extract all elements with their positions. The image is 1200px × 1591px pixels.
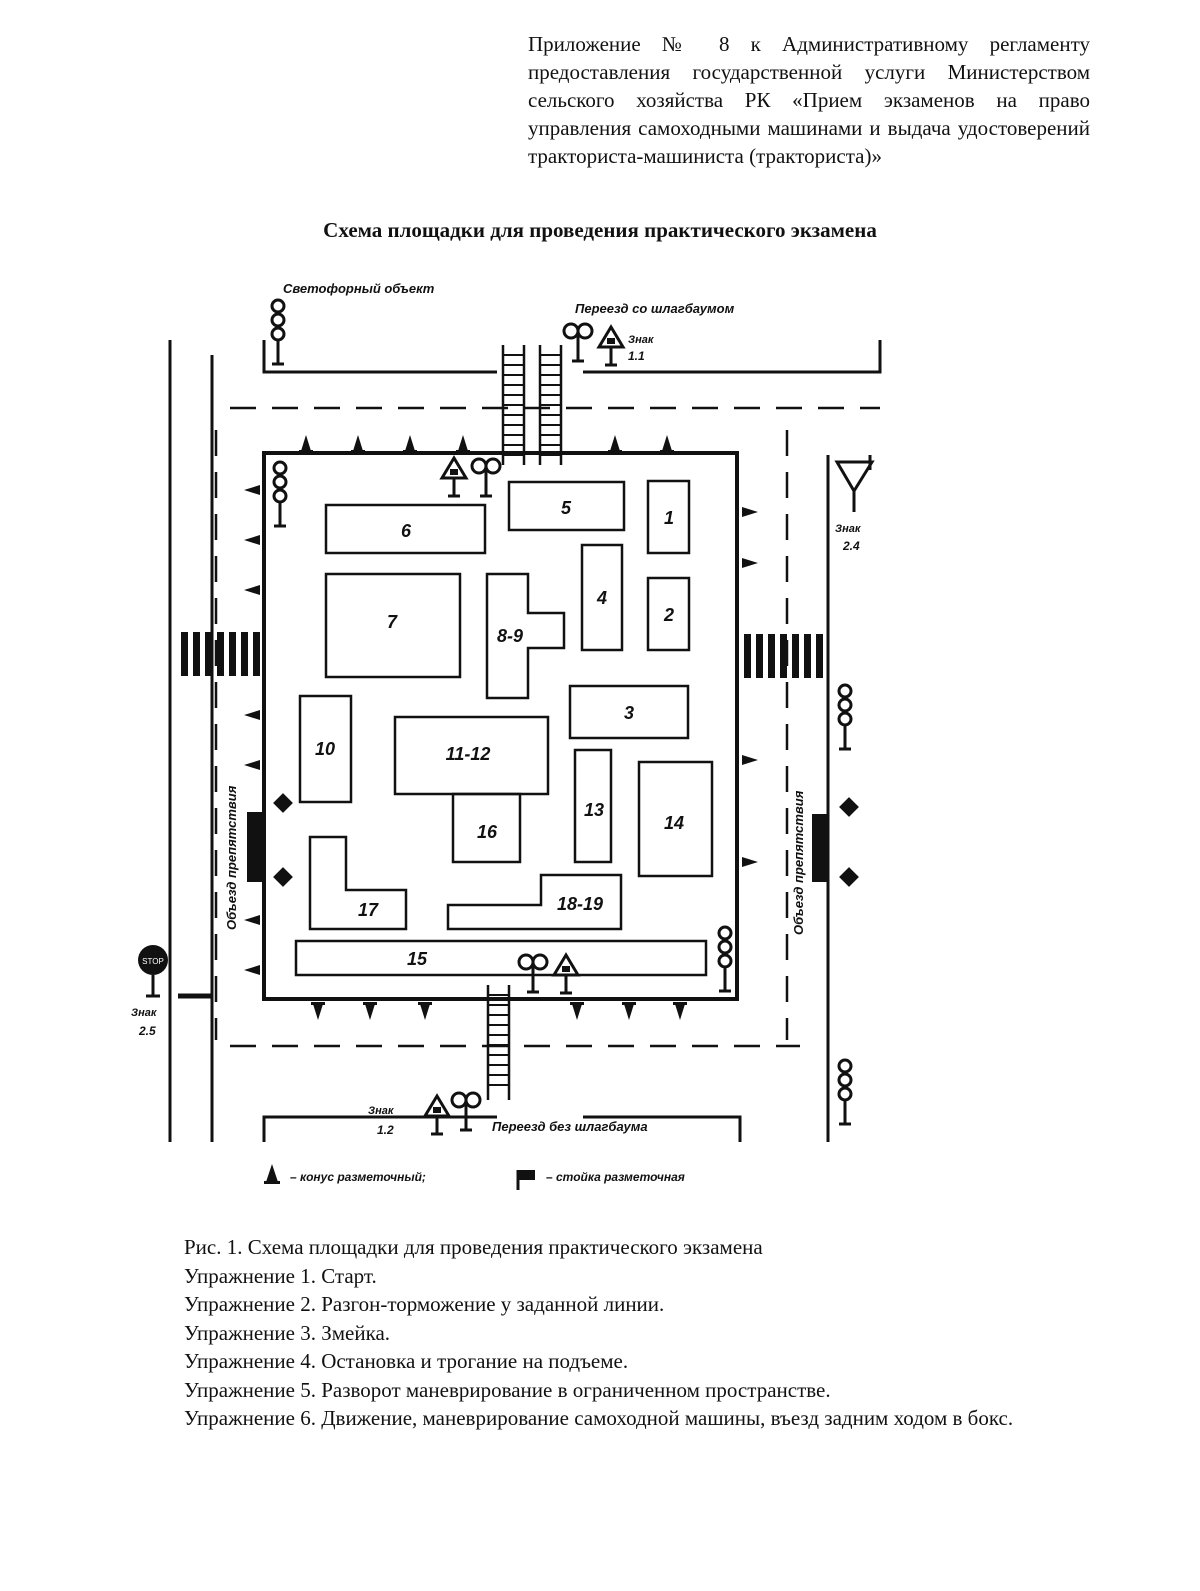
- zone-2: 2: [663, 605, 674, 625]
- page-title: Схема площадки для проведения практическ…: [323, 218, 877, 242]
- cone-legend-icon: [266, 1164, 278, 1182]
- sign-1-1-number: 1.1: [628, 349, 645, 363]
- zone-4: 4: [596, 588, 607, 608]
- site-boundary: [262, 451, 739, 1001]
- exam-site-diagram: STOP 1 2 3 4 5 6 7 8-9 10 11-12 13 14 15: [131, 281, 882, 1190]
- sign-2-4-number: 2.4: [842, 539, 860, 553]
- exercise-4: Упражнение 4. Остановка и трогание на по…: [184, 1349, 629, 1373]
- zone-16: 16: [477, 822, 498, 842]
- diagram-labels: Светофорный объект Переезд со шлагбаумом…: [131, 281, 862, 1137]
- zone-3: 3: [624, 703, 634, 723]
- sign-2-5-number: 2.5: [138, 1024, 156, 1038]
- zone-10: 10: [315, 739, 335, 759]
- road-lines: [168, 340, 882, 1142]
- rail-crossing-bottom: [486, 985, 511, 1100]
- zone-15: 15: [407, 949, 428, 969]
- zone-14: 14: [664, 813, 684, 833]
- figure-title: Рис. 1. Схема площадки для проведения пр…: [184, 1235, 763, 1259]
- appendix-header: Приложение № 8 к Административному регла…: [528, 32, 1090, 168]
- sign-2-4-word: Знак: [835, 523, 862, 535]
- svg-text:STOP: STOP: [142, 957, 164, 966]
- zone-labels: 1 2 3 4 5 6 7 8-9 10 11-12 13 14 15 16 1…: [315, 498, 684, 969]
- rail-crossing-top: [501, 345, 563, 465]
- zones: [294, 479, 714, 977]
- legend-cone-label: – конус разметочный;: [290, 1170, 426, 1184]
- legend: – конус разметочный; – стойка разметочна…: [264, 1164, 685, 1190]
- sign-1-2-word: Знак: [368, 1105, 395, 1117]
- zone-7: 7: [387, 612, 398, 632]
- zebra-crossing-left: [181, 632, 260, 676]
- zone-5: 5: [561, 498, 572, 518]
- obstacle-right: [812, 797, 859, 887]
- crossing-without-barrier-label: Переезд без шлагбаума: [492, 1119, 648, 1134]
- zone-18-19: 18-19: [557, 894, 603, 914]
- zone-8-9: 8-9: [497, 626, 523, 646]
- stop-sign-icon: STOP: [138, 945, 168, 998]
- exercise-3: Упражнение 3. Змейка.: [184, 1320, 391, 1345]
- zone-13: 13: [584, 800, 604, 820]
- sign-1-2-number: 1.2: [377, 1123, 394, 1137]
- crossing-with-barrier-label: Переезд со шлагбаумом: [575, 301, 735, 316]
- zebra-crossing-right: [744, 634, 823, 678]
- cones: [244, 435, 758, 1020]
- detour-left-label: Объезд препятствия: [224, 785, 239, 930]
- traffic-light-object-label: Светофорный объект: [283, 281, 435, 296]
- zone-6: 6: [401, 521, 412, 541]
- yield-sign-icon: [834, 460, 875, 512]
- obstacle-left: [247, 793, 293, 887]
- zone-17: 17: [358, 900, 379, 920]
- legend-post-label: – стойка разметочная: [546, 1170, 685, 1184]
- exercise-2: Упражнение 2. Разгон-торможение у заданн…: [184, 1292, 665, 1316]
- zone-11-12: 11-12: [446, 744, 491, 764]
- sign-1-1-word: Знак: [628, 334, 655, 346]
- exercise-6: Упражнение 6. Движение, маневрирование с…: [184, 1406, 1014, 1430]
- exercise-5: Упражнение 5. Разворот маневрирование в …: [184, 1377, 831, 1402]
- figure-caption: Рис. 1. Схема площадки для проведения пр…: [110, 1233, 1090, 1433]
- exercise-1: Упражнение 1. Старт.: [184, 1263, 377, 1288]
- zone-1: 1: [664, 508, 674, 528]
- detour-right-label: Объезд препятствия: [791, 790, 806, 935]
- post-legend-icon: [516, 1170, 535, 1190]
- sign-2-5-word: Знак: [131, 1007, 158, 1019]
- dashed-lines: [214, 406, 880, 1048]
